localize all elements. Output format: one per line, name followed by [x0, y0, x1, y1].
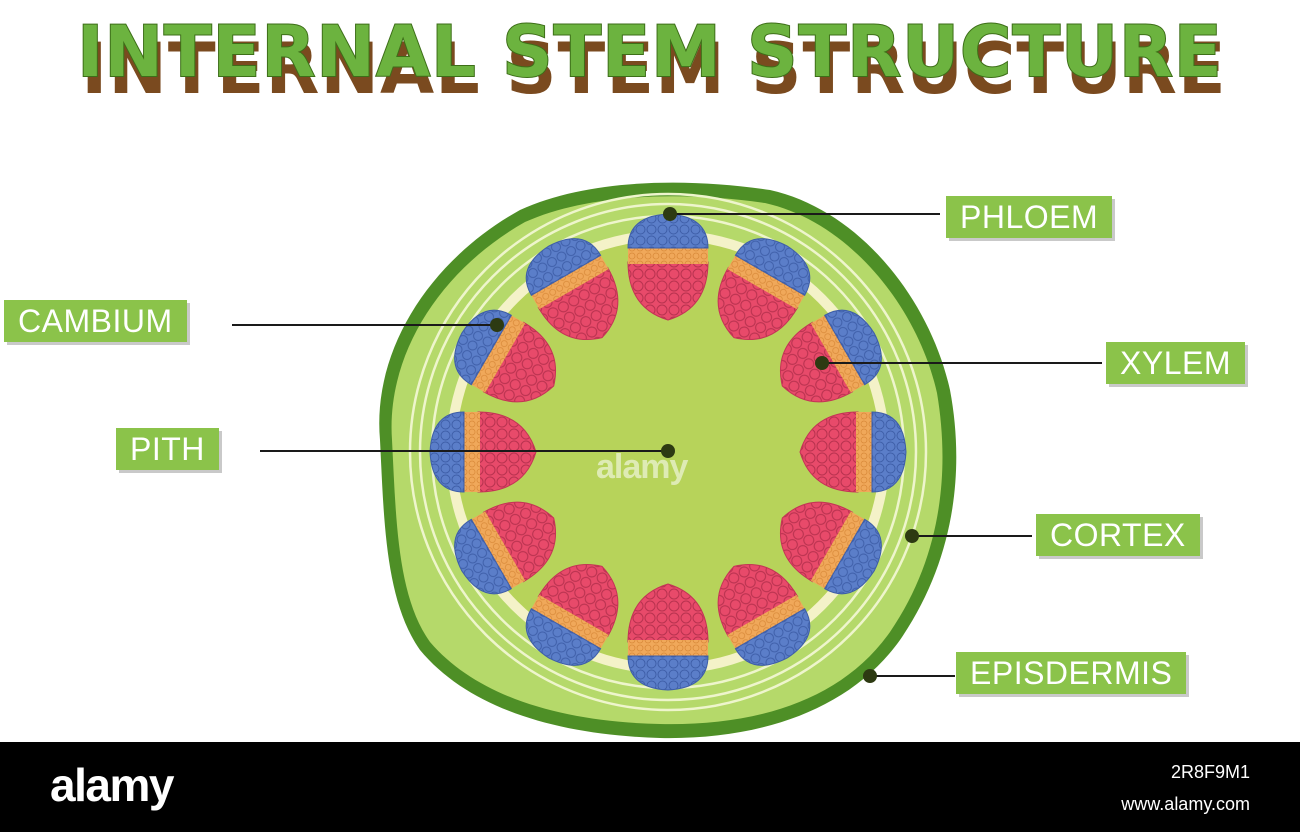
- label-xylem: XYLEM: [1106, 342, 1245, 384]
- footer-url: www.alamy.com: [1121, 794, 1250, 814]
- epidermis-dot: [863, 669, 877, 683]
- label-epidermis: EPISDERMIS: [956, 652, 1187, 694]
- cambium-tissue: [628, 246, 708, 264]
- xylem-tissue: [717, 563, 799, 638]
- cambium-tissue: [810, 511, 867, 590]
- label-cortex: CORTEX: [1036, 514, 1200, 556]
- xylem-tissue: [717, 266, 799, 341]
- phloem-dot: [663, 207, 677, 221]
- vascular-bundle: [717, 238, 811, 341]
- phloem-tissue: [734, 238, 811, 297]
- cambium-tissue: [469, 511, 526, 590]
- xylem-dot: [815, 356, 829, 370]
- cambium-tissue: [856, 412, 874, 492]
- cambium-tissue: [628, 640, 708, 658]
- label-cambium: CAMBIUM: [4, 300, 187, 342]
- xylem-tissue: [779, 501, 854, 583]
- vascular-bundle: [454, 501, 557, 595]
- xylem-tissue: [627, 261, 709, 321]
- vascular-bundle: [779, 501, 882, 595]
- phloem-tissue: [871, 411, 907, 493]
- cambium-tissue: [530, 594, 609, 651]
- title-graphic: INTERNAL STEM STRUCTURE INTERNAL STEM ST…: [76, 10, 1226, 110]
- phloem-tissue: [525, 607, 602, 666]
- title-banner: INTERNAL STEM STRUCTURE INTERNAL STEM ST…: [0, 0, 1300, 110]
- label-pith: PITH: [116, 428, 219, 470]
- xylem-tissue: [537, 266, 619, 341]
- watermark-text: alamy: [596, 448, 688, 486]
- xylem-tissue: [482, 321, 557, 403]
- cambium-tissue: [727, 253, 806, 310]
- leader-lines: [232, 213, 1102, 677]
- vascular-bundle: [525, 563, 619, 666]
- phloem-tissue: [823, 518, 882, 595]
- pith-dot: [661, 444, 675, 458]
- xylem-tissue: [799, 411, 859, 493]
- phloem-tissue: [454, 518, 513, 595]
- stem-diagram: alamy PHLOEM CAMBIUM XYLEM PITH CORTEX E…: [0, 110, 1300, 740]
- xylem-tissue: [537, 563, 619, 638]
- phloem-tissue: [823, 309, 882, 386]
- cambium-tissue: [810, 314, 867, 393]
- footer-bar: alamy 2R8F9M1 www.alamy.com: [0, 742, 1300, 832]
- vascular-bundle: [799, 411, 907, 493]
- phloem-tissue: [734, 607, 811, 666]
- vascular-bundle: [627, 213, 709, 321]
- stem-cross-section: [232, 182, 1102, 739]
- image-id: 2R8F9M1: [1170, 762, 1250, 782]
- vascular-bundle: [717, 563, 811, 666]
- label-phloem: PHLOEM: [946, 196, 1113, 238]
- cortex-dot: [905, 529, 919, 543]
- title-shadow: INTERNAL STEM STRUCTURE: [81, 28, 1226, 110]
- vascular-bundle: [627, 583, 709, 691]
- xylem-tissue: [627, 583, 709, 643]
- cambium-tissue: [469, 314, 526, 393]
- phloem-tissue: [525, 238, 602, 297]
- leader-dots: [490, 207, 919, 683]
- cambium-tissue: [530, 253, 609, 310]
- cambium-tissue: [727, 594, 806, 651]
- phloem-tissue: [627, 655, 709, 691]
- vascular-bundle: [525, 238, 619, 341]
- alamy-logo: alamy: [50, 759, 174, 811]
- vascular-bundles: [429, 213, 907, 691]
- page-title: INTERNAL STEM STRUCTURE: [77, 11, 1222, 93]
- xylem-tissue: [482, 501, 557, 583]
- cambium-dot: [490, 318, 504, 332]
